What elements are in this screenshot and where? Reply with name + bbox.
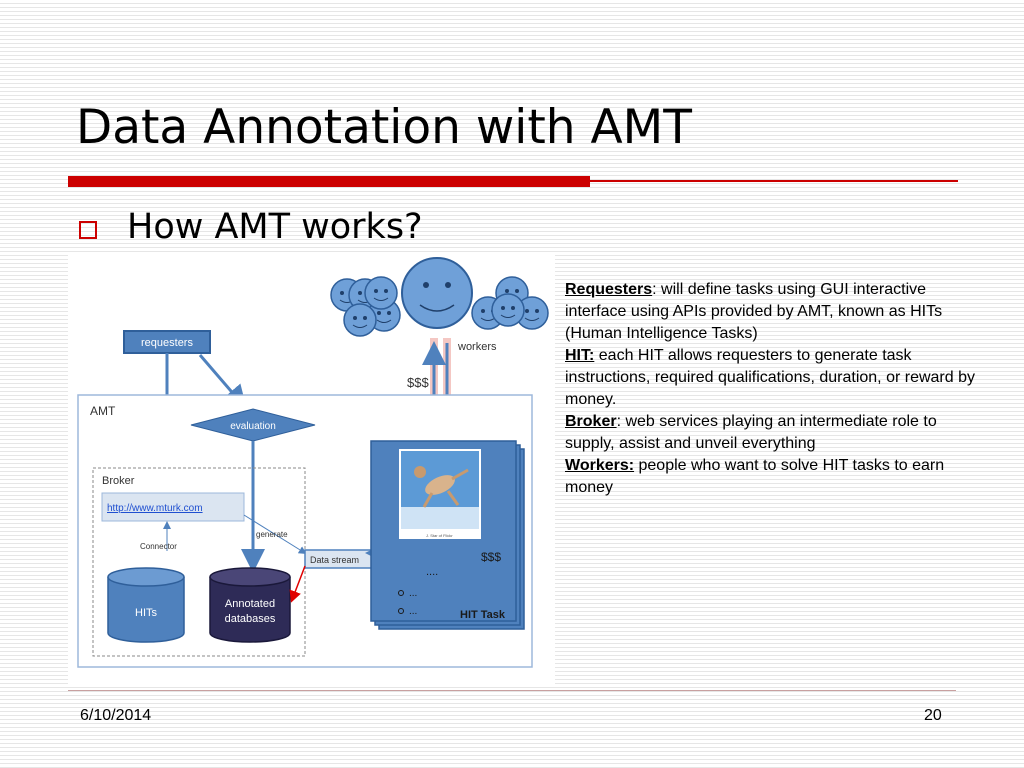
- term-broker: Broker: [565, 413, 617, 430]
- connector-label: Connector: [140, 542, 177, 551]
- amt-label: AMT: [90, 404, 116, 418]
- workers-faces: [330, 257, 549, 337]
- arrow-stream-to-databases: [289, 565, 306, 603]
- worker-face-icon: [364, 276, 398, 310]
- annotated-label-line1: Annotated: [225, 598, 275, 610]
- data-stream-label: Data stream: [310, 555, 359, 565]
- footer-divider: [68, 690, 956, 691]
- generate-label: generate: [256, 530, 288, 539]
- definition-workers: people who want to solve HIT tasks to ea…: [565, 457, 945, 496]
- worker-face-icon: [515, 296, 549, 330]
- task-item-2: ...: [409, 606, 417, 617]
- worker-face-icon: [343, 303, 377, 337]
- evaluation-label: evaluation: [230, 421, 276, 432]
- workers-label: workers: [457, 341, 497, 353]
- arrow-generate: [243, 514, 307, 555]
- footer-date: 6/10/2014: [80, 707, 152, 724]
- definition-hit: each HIT allows requesters to generate t…: [565, 347, 975, 408]
- description-broker: Broker: web services playing an intermed…: [565, 411, 985, 455]
- bullet-text: How AMT works?: [127, 207, 423, 247]
- worker-face-icon: [491, 293, 525, 327]
- money-label-task: $$$: [481, 550, 501, 564]
- annotated-label-line2: databases: [225, 613, 276, 625]
- definition-broker: : web services playing an intermediate r…: [565, 413, 937, 452]
- money-label-top: $$$: [407, 375, 429, 390]
- hits-cylinder: [107, 567, 185, 643]
- annotated-databases-cylinder: [209, 567, 291, 643]
- title-underline-line: [590, 180, 958, 182]
- term-workers: Workers:: [565, 457, 635, 474]
- mturk-link[interactable]: http://www.mturk.com: [107, 503, 203, 514]
- description-requesters: Requesters: will define tasks using GUI …: [565, 279, 985, 345]
- description-panel: Requesters: will define tasks using GUI …: [565, 279, 985, 499]
- hits-label: HITs: [135, 607, 158, 619]
- photo-caption: J. Star of Flickr: [426, 533, 453, 538]
- term-hit: HIT:: [565, 347, 595, 364]
- ellipsis-label: ....: [426, 566, 438, 578]
- worker-face-large-icon: [401, 257, 473, 329]
- description-workers: Workers: people who want to solve HIT ta…: [565, 455, 985, 499]
- amt-diagram: workers $$$ requesters AMT evaluation Br…: [68, 255, 555, 685]
- slide-title: Data Annotation with AMT: [76, 100, 692, 155]
- list-bullet-icon: [398, 590, 404, 596]
- requesters-label: requesters: [141, 337, 193, 349]
- page-number: 20: [924, 707, 942, 724]
- url-box: [101, 492, 245, 522]
- term-requesters: Requesters: [565, 281, 653, 298]
- list-bullet-icon: [398, 608, 404, 614]
- title-underline-bar: [68, 176, 590, 187]
- hit-task-label: HIT Task: [460, 609, 506, 621]
- definition-requesters: : will define tasks using GUI interactiv…: [565, 281, 943, 342]
- bullet-square-icon: [79, 221, 97, 239]
- dog-photo: [399, 449, 481, 539]
- description-hit: HIT: each HIT allows requesters to gener…: [565, 345, 985, 411]
- task-item-1: ...: [409, 588, 417, 599]
- broker-label: Broker: [102, 475, 135, 487]
